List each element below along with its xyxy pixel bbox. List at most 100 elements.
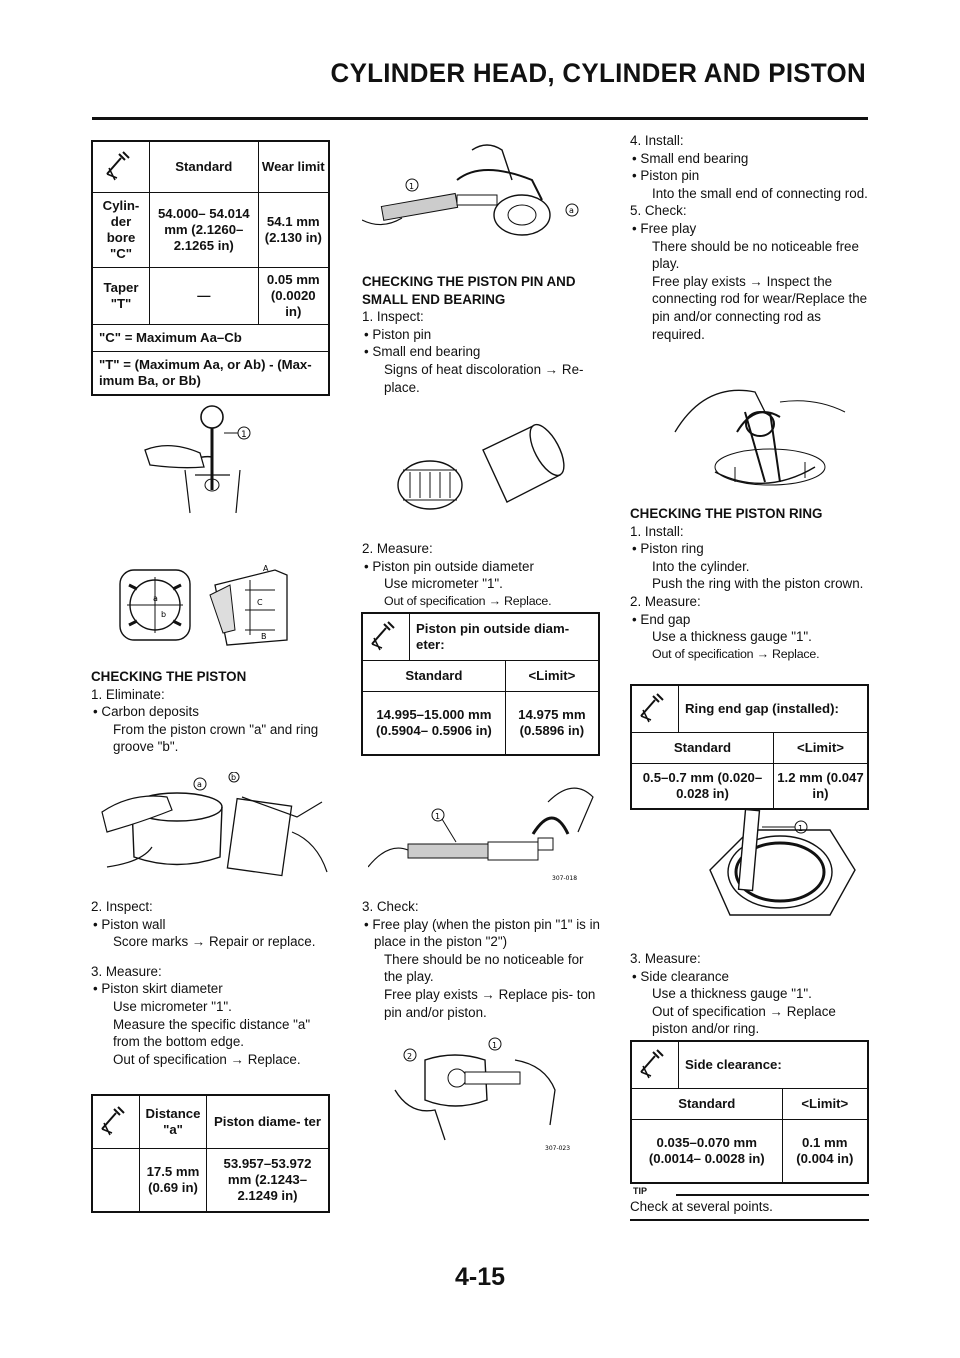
column-1-text-2: 2. Inspect: • Piston wall Score marks → … [91,898,331,1068]
step-detail: Score marks → Repair or replace. [113,934,316,950]
cell-value: 54.000– 54.014 mm (2.1260– 2.1265 in) [149,192,259,268]
cell-value: 14.975 mm (0.5896 in) [504,691,600,756]
title-rule [92,117,868,120]
step-detail: Push the ring with the piston crown. [652,576,864,592]
step: 5. Check: [630,203,687,219]
label-b: b [161,610,166,619]
label-A: A [263,564,269,573]
bullet: • Piston pin [364,326,432,342]
col-standard: Standard [630,1088,783,1120]
section-heading: CHECKING THE PISTON [91,669,247,684]
piston-skirt-table: Distance "a" Piston diame- ter 17.5 mm (… [91,1094,330,1213]
step-detail: Free play exists → Replace pis- ton pin … [384,986,596,1020]
pin-freeplay-figure: 2 1 307-023 [394,1037,570,1152]
cell-value: 0.035–0.070 mm (0.0014– 0.0028 in) [630,1119,783,1184]
step-detail: Use a thickness gauge "1". [652,986,812,1002]
section-heading: CHECKING THE PISTON PIN AND SMALL END BE… [362,274,576,307]
bullet: • Piston wall [93,916,166,932]
cell-value: 54.1 mm (2.130 in) [257,192,330,268]
bullet: • Piston ring [632,541,704,557]
label-B: B [261,632,267,641]
bullet: • Piston pin outside diameter [364,558,534,574]
cell-value: 14.995–15.000 mm (0.5904– 0.5906 in) [361,691,506,756]
cylinder-gauge-figure: 1 [144,405,251,514]
cell-value: 0.05 mm (0.0020 in) [257,267,330,325]
column-3-text: 4. Install: • Small end bearing • Piston… [630,132,870,343]
figure-code: 307-018 [552,875,577,882]
col-limit: <Limit> [504,660,600,692]
bullet: • Piston skirt diameter [93,981,223,997]
step: 3. Measure: [630,951,701,966]
tip-rule [676,1194,869,1196]
piston-clean-figure: a b [101,772,328,877]
wrench-spec-icon [91,140,150,193]
callout-1: 1 [798,824,803,833]
col-distance: Distance "a" [139,1094,207,1149]
step: 3. Check: [362,899,419,914]
bullet: • Free play (when the piston pin "1" is … [364,916,601,950]
wrench-spec-icon [361,612,410,661]
table-title: Side clearance: [678,1040,869,1089]
step: 3. Measure: [91,963,162,979]
step: 4. Install: [630,133,684,148]
pin-micrometer-figure: 1 307-018 [368,787,594,882]
figure-code: 307-023 [545,1145,570,1152]
bullet: • Carbon deposits [93,704,199,720]
label-a: a [569,206,574,215]
step: 1. Eliminate: [91,686,165,702]
column-3-text-3: 3. Measure: • Side clearance Use a thick… [630,950,870,1038]
row-label: Taper "T" [91,267,150,325]
step-detail: Use micrometer "1". [113,998,232,1014]
tip-rule-bottom [630,1219,869,1221]
bullet: • Free play [632,220,697,236]
step: 2. Measure: [630,593,701,609]
column-1-text: CHECKING THE PISTON 1. Eliminate: • Carb… [91,668,331,756]
callout-2: 2 [407,1052,412,1061]
conrod-freeplay-figure [674,389,846,486]
column-2-text: CHECKING THE PISTON PIN AND SMALL END BE… [362,273,602,396]
piston-pin-table: Piston pin outside diam- eter: Standard … [361,612,600,756]
step-detail: Into the small end of connecting rod. [652,185,868,201]
step: 2. Measure: [362,541,433,556]
step-detail: Out of specification → Replace piston an… [652,1003,836,1037]
table-title: Ring end gap (installed): [678,684,869,733]
step-detail: Out of specification → Replace. [384,593,552,608]
section-heading: CHECKING THE PISTON RING [630,506,823,521]
pin-bearing-figure [397,423,565,510]
step-detail: There should be no noticeable for the pl… [384,951,584,985]
note-t: "T" = (Maximum Aa, or Ab) - (Max- imum B… [91,351,330,396]
tip-text: Check at several points. [630,1199,773,1214]
cell-value: 1.2 mm (0.047 in) [772,763,869,810]
step-detail: Into the cylinder. [652,558,750,574]
row-label: Cylin- der bore "C" [91,192,150,268]
step-detail: Use micrometer "1". [384,576,503,592]
callout-1: 1 [435,812,440,821]
step: 1. Install: [630,523,684,539]
bullet: • Piston pin [632,168,700,184]
micrometer-bearing-figure: 1 a [362,144,579,236]
column-2-text-3: 3. Check: • Free play (when the piston p… [362,898,602,1021]
wrench-spec-icon [630,684,679,733]
col-piston-diameter: Piston diame- ter [206,1094,330,1149]
step-detail: There should be no noticeable free play. [652,238,859,272]
bullet: • Side clearance [632,968,729,984]
label-b: b [231,773,236,782]
col-limit: <Limit> [781,1088,869,1120]
cell-value: 17.5 mm (0.69 in) [139,1148,207,1213]
bullet: • End gap [632,611,691,627]
column-3-text-2: CHECKING THE PISTON RING 1. Install: • P… [630,505,870,663]
step: 1. Inspect: [362,309,424,325]
wrench-spec-icon [91,1094,140,1149]
label-C: C [257,598,263,607]
col-standard: Standard [149,140,259,193]
callout-1: 1 [241,430,247,440]
step-detail: Signs of heat discoloration → Re- place. [384,361,584,395]
callout-1: 1 [409,182,414,191]
bullet: • Small end bearing [364,344,481,360]
table-title: Piston pin outside diam- eter: [409,612,600,661]
step-detail: Out of specification → Replace. [113,1051,301,1067]
thickness-gauge-figure: 1 [709,810,856,916]
bullet: • Small end bearing [632,150,749,166]
note-c: "C" = Maximum Aa–Cb [91,324,330,352]
wrench-spec-icon [630,1040,679,1089]
